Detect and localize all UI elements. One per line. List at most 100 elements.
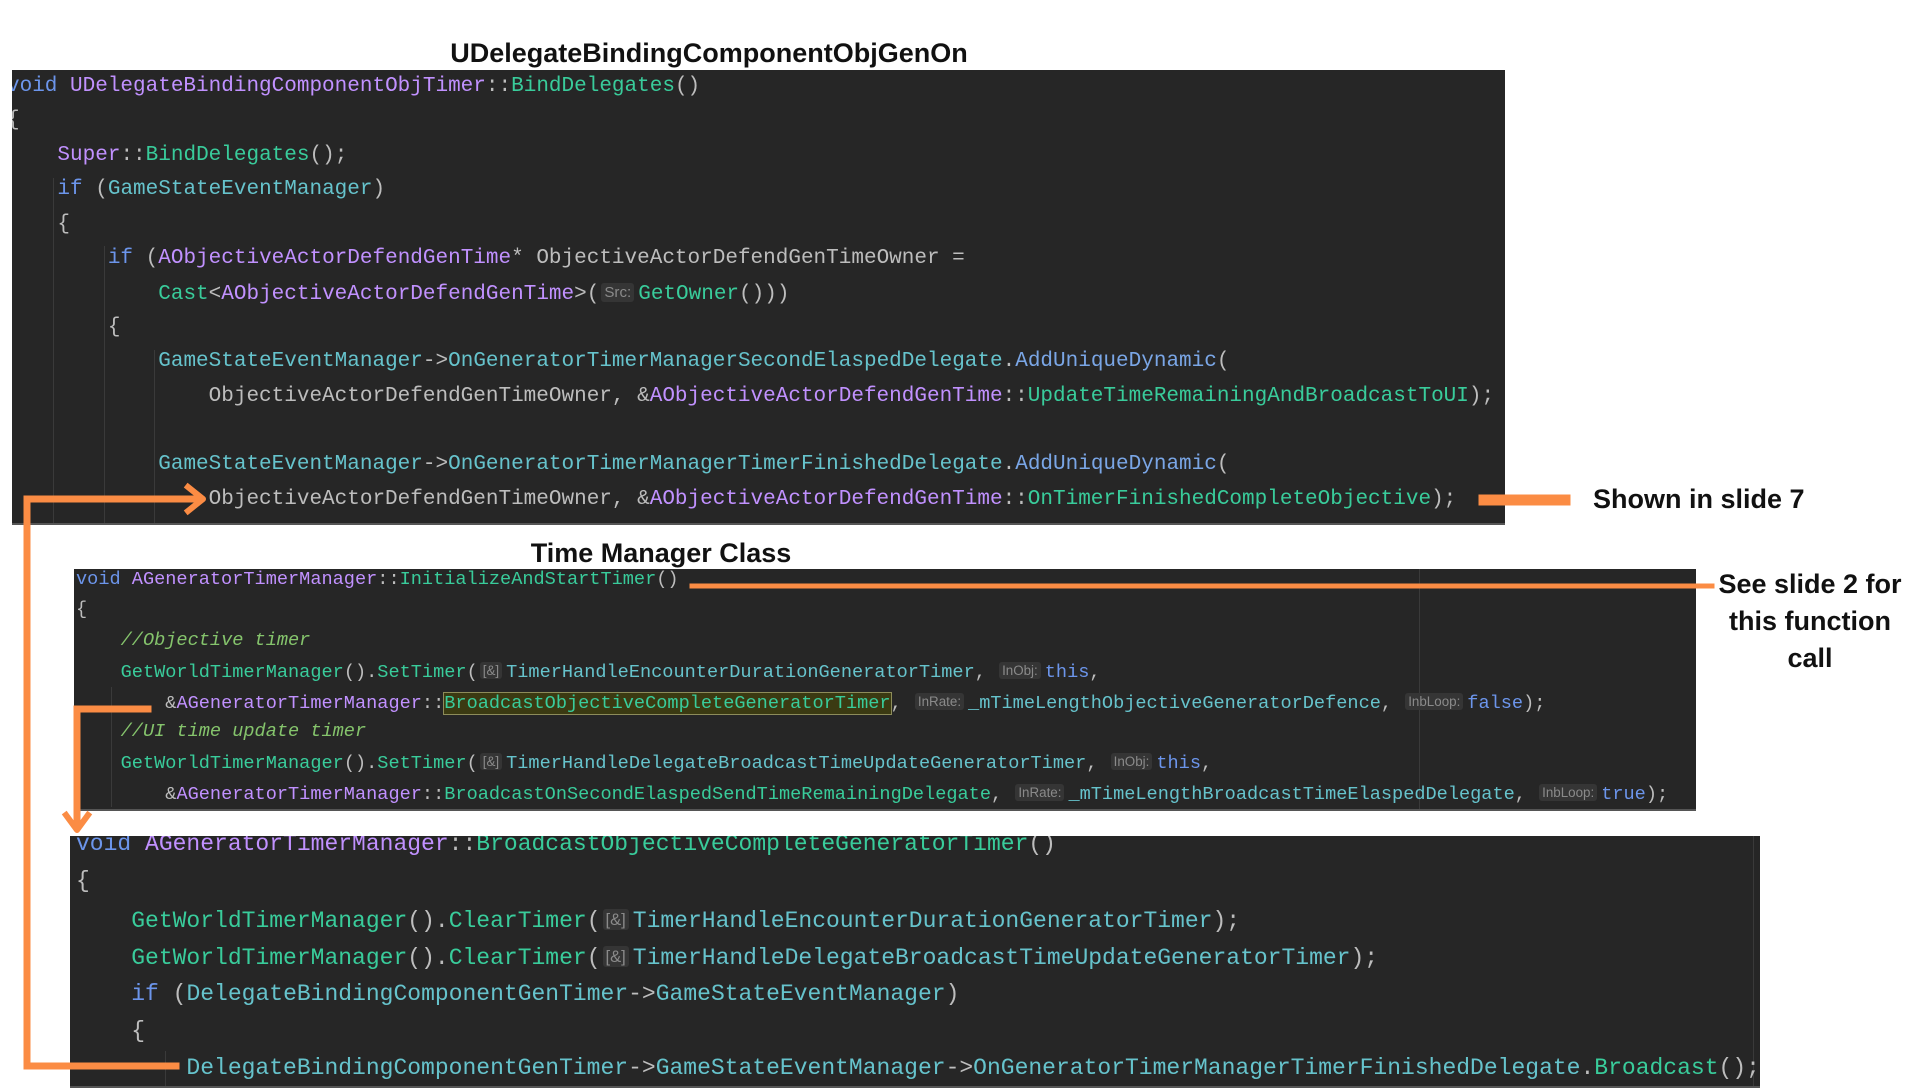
code-text: ->: [945, 1055, 974, 1082]
inlay-hint: Src:: [601, 283, 635, 303]
code-text: {: [76, 599, 88, 621]
indent-guide: [154, 350, 155, 523]
code-text: (: [172, 980, 187, 1007]
function-name: BindDelegates: [511, 75, 675, 98]
member-name: OnGeneratorTimerManagerSecondElaspedDele…: [448, 350, 1003, 374]
code-text: [76, 662, 121, 683]
code-text: ,: [890, 692, 913, 714]
code-block: void AGeneratorTimerManager::InitializeA…: [74, 569, 1696, 809]
class-name: AObjectiveActorDefendGenTime: [649, 384, 1003, 408]
method-name: AddUniqueDynamic: [1015, 453, 1217, 477]
code-text: {: [12, 212, 71, 236]
code-text: ->: [628, 980, 656, 1007]
code-line: {: [12, 214, 70, 235]
inlay-hint: InbLoop:: [1405, 692, 1464, 710]
code-panel-broadcast-complete: void AGeneratorTimerManager::BroadcastOb…: [70, 836, 1760, 1088]
member-name: GameStateEventManager: [107, 178, 373, 202]
code-text: &: [76, 783, 177, 805]
indent-guide: [104, 246, 105, 523]
keyword: false: [1467, 692, 1524, 714]
code-text: ::: [421, 692, 445, 714]
code-line: GetWorldTimerManager().SetTimer([&]Timer…: [76, 753, 1213, 775]
function-name: ClearTimer: [448, 945, 587, 972]
code-line: GetWorldTimerManager().SetTimer([&]Timer…: [76, 662, 1101, 684]
keyword: void: [76, 569, 132, 590]
code-text: [12, 283, 158, 306]
code-text: .: [1580, 1055, 1595, 1082]
code-panel-bind-delegates: void UDelegateBindingComponentObjTimer::…: [12, 70, 1505, 525]
code-text: >(: [574, 283, 600, 307]
member-name: TimerHandleDelegateBroadcastTimeUpdateGe…: [506, 753, 1087, 775]
member-name: TimerHandleEncounterDurationGeneratorTim…: [632, 907, 1213, 934]
function-name: OnTimerFinishedCompleteObjective: [1027, 487, 1432, 511]
code-line: ObjectiveActorDefendGenTimeOwner, &AObje…: [12, 487, 1457, 511]
code-text: [76, 753, 121, 774]
code-line: if (GameStateEventManager): [12, 179, 385, 200]
member-name: GameStateEventManager: [158, 350, 423, 374]
code-line: GameStateEventManager->OnGeneratorTimerM…: [12, 454, 1229, 475]
method-name: AddUniqueDynamic: [1015, 350, 1217, 374]
inlay-hint: InbLoop:: [1539, 783, 1598, 801]
code-text: (: [586, 907, 601, 934]
code-text: );: [1431, 487, 1457, 511]
code-text: ::: [448, 836, 477, 857]
code-text: [76, 630, 121, 651]
code-panel-initialize-timer: void AGeneratorTimerManager::InitializeA…: [74, 569, 1696, 811]
code-text: (): [674, 75, 701, 98]
class-name: AGeneratorTimerManager: [176, 692, 422, 714]
code-text: ->: [628, 1055, 656, 1082]
code-text: ().: [407, 907, 449, 934]
function-name: ClearTimer: [448, 907, 587, 934]
class-name: AGeneratorTimerManager: [131, 569, 378, 590]
code-block: void UDelegateBindingComponentObjTimer::…: [12, 70, 1505, 523]
function-name: BroadcastOnSecondElaspedSendTimeRemainin…: [444, 783, 991, 805]
code-text: [12, 144, 57, 167]
code-text: .: [1002, 453, 1016, 477]
function-name: BindDelegates: [145, 143, 310, 167]
code-text: ();: [1718, 1055, 1760, 1082]
code-line: if (DelegateBindingComponentGenTimer->Ga…: [76, 980, 959, 1007]
code-line: //UI time update timer: [76, 722, 366, 742]
code-line: {: [76, 870, 90, 893]
code-line: //Objective timer: [76, 630, 311, 651]
code-text: ::: [120, 143, 146, 167]
code-text: );: [1468, 384, 1495, 408]
section-title-time-manager: Time Manager Class: [530, 538, 792, 568]
code-text: (: [466, 662, 478, 684]
code-text: {: [12, 109, 20, 132]
code-line: {: [76, 601, 87, 620]
code-line: void UDelegateBindingComponentObjTimer::…: [12, 76, 700, 97]
code-text: ())): [739, 283, 790, 307]
arrow-head-down-icon: [61, 810, 93, 833]
code-text: ): [372, 178, 386, 202]
note-line: this function: [1729, 606, 1891, 636]
code-text: ->: [422, 350, 449, 374]
class-name: UDelegateBindingComponentObjTimer: [70, 75, 486, 98]
function-name: GetOwner: [638, 283, 740, 307]
code-text: (: [1216, 350, 1230, 374]
inlay-hint: InRate:: [1015, 783, 1065, 801]
code-line: if (AObjectiveActorDefendGenTime* Object…: [12, 248, 965, 269]
inlay-hint: [&]: [602, 908, 629, 930]
code-line: GameStateEventManager->OnGeneratorTimerM…: [12, 351, 1229, 372]
code-line: {: [12, 110, 20, 131]
code-text: );: [1645, 783, 1669, 805]
code-text: ,: [1200, 753, 1213, 775]
keyword: true: [1601, 783, 1646, 805]
note-line: call: [1787, 643, 1833, 673]
code-text: [76, 945, 131, 971]
code-text: (: [466, 753, 478, 775]
code-text: ->: [422, 453, 449, 477]
code-text: &: [76, 692, 177, 714]
member-name: GameStateEventManager: [655, 980, 946, 1007]
function-name: BroadcastObjectiveCompleteGeneratorTimer: [476, 836, 1029, 857]
function-name: SetTimer: [377, 662, 467, 684]
inlay-hint: InObj:: [999, 662, 1041, 680]
code-text: ,: [1514, 783, 1538, 805]
code-line: GetWorldTimerManager().ClearTimer([&]Tim…: [76, 907, 1240, 934]
code-text: (: [95, 178, 108, 202]
function-name: Broadcast: [1594, 1055, 1719, 1082]
function-name: Cast: [158, 283, 209, 307]
member-name: OnGeneratorTimerManagerTimerFinishedDele…: [973, 1055, 1581, 1082]
note-line: See slide 2 for: [1718, 569, 1902, 599]
